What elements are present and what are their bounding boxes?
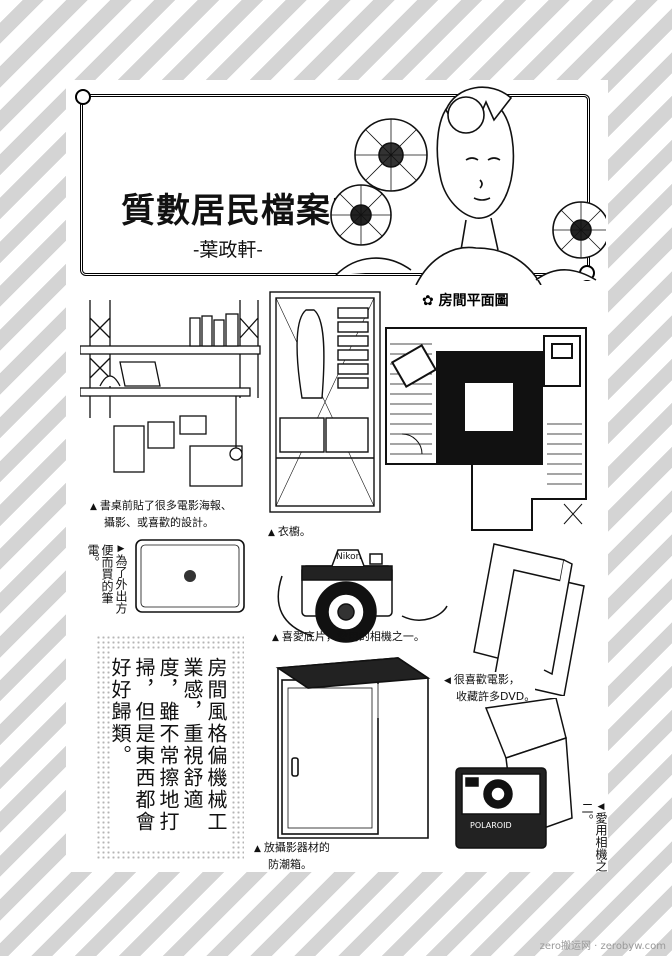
dvd-caption: ◀很喜歡電影， 收藏許多DVD。 [444,672,536,704]
caption-triangle-icon: ▶ [116,544,126,554]
camera-caption: ▲喜愛底片，愛用的相機之一。 [272,630,425,643]
polaroid-caption: ◀愛用相機之二。 [580,802,608,872]
dry-cabinet-illustration [275,657,431,839]
polaroid-camera-illustration [455,698,573,849]
desk-caption: ▲書桌前貼了很多電影海報、 攝影、或喜歡的設計。 [90,499,232,529]
caption-triangle-icon: ◀ [596,802,606,812]
wardrobe-illustration [269,291,381,513]
room-style-note: 房間風格偏機械工業感，重視舒適度，雖不常擦地打掃，但是東西都會好好歸類。 [96,635,244,861]
wardrobe-caption: ▲衣櫥。 [268,525,311,538]
page-title: 質數居民檔案3 [121,191,356,231]
dvd-stack-illustration [473,543,585,696]
laptop-caption: ▶為了外出方便而買的筆電。 [86,544,128,614]
room-style-text: 房間風格偏機械工業感，重視舒適度，雖不常擦地打掃，但是東西都會好好歸類。 [108,657,228,833]
caption-triangle-icon: ◀ [444,676,451,686]
comic-page-panel: 質數居民檔案3 -葉政軒- [66,80,608,872]
caption-triangle-icon: ▲ [272,633,279,643]
floor-plan-label: ✿ 房間平面圖 [422,293,509,309]
floor-plan-illustration [385,327,587,531]
page-subtitle: -葉政軒- [193,239,263,261]
polaroid-brand-label: POLAROID [470,821,512,830]
caption-triangle-icon: ▲ [268,528,275,538]
caption-triangle-icon: ▲ [254,844,261,854]
nikon-camera-illustration [277,549,448,643]
camera-brand-label: Nikon [336,552,362,562]
laptop-illustration [135,539,245,613]
flower-icon: ✿ [422,293,439,309]
watermark: zero搬运网 · zerobyw.com [539,941,666,952]
desk-shelf-illustration [80,300,261,487]
caption-triangle-icon: ▲ [90,502,97,512]
cabinet-caption: ▲放攝影器材的 防潮箱。 [254,841,330,871]
character-portrait-illustration [330,86,606,285]
